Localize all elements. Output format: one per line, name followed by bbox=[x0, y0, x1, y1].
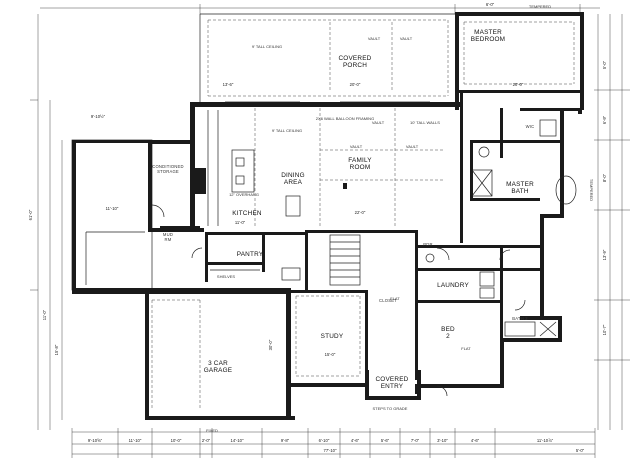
dim-bottom-a: 9'-10⅝" bbox=[88, 438, 103, 443]
plan-notes: 9' TALL CEILING 9' TALL CEILING VAULT VA… bbox=[206, 4, 594, 433]
room-laundry: LAUNDRY bbox=[437, 282, 469, 289]
room-pantry: PANTRY bbox=[237, 251, 264, 258]
exterior-walls bbox=[148, 12, 584, 400]
room-bath-2: BATH 2 bbox=[512, 316, 528, 321]
dim-right-c: 8'-0" bbox=[602, 173, 607, 182]
note-steps: STEPS TO GRADE bbox=[373, 406, 408, 411]
dim-left-garage: 15'-8" bbox=[54, 344, 59, 355]
dim-bottom-e: 14'-10" bbox=[231, 438, 245, 443]
dim-right-a: 5'-0" bbox=[602, 60, 607, 69]
note-family-ceiling: 9' TALL CEILING bbox=[272, 128, 302, 133]
dim-bed-width: 20'-0" bbox=[513, 82, 524, 87]
dim-bottom-b: 11'-10" bbox=[129, 438, 142, 443]
dim-family-w: 22'-0" bbox=[355, 210, 366, 215]
note-overhang: 12" OVERHANG bbox=[229, 192, 259, 197]
dim-bottom-c: 10'-0" bbox=[171, 438, 182, 443]
interior-details bbox=[151, 22, 577, 397]
garage-area bbox=[71, 139, 295, 420]
dim-left-mid: 11'-10" bbox=[106, 206, 119, 211]
note-tempered-top: TEMPERED bbox=[529, 4, 551, 9]
note-balloon: 2X6 WALL BALLOON FRAMING bbox=[316, 116, 374, 121]
note-fixed: FIXED bbox=[206, 428, 218, 433]
dim-bottom-right: 5'-0" bbox=[576, 448, 585, 453]
room-wic: WIC bbox=[526, 124, 535, 129]
room-kitchen: KITCHEN bbox=[232, 210, 262, 217]
dim-left-total: 61'-0" bbox=[28, 209, 33, 220]
note-shelves: SHELVES bbox=[217, 274, 235, 279]
dim-bottom-d: 2'-0" bbox=[202, 438, 211, 443]
room-pdr: PDR bbox=[423, 242, 432, 247]
dim-study-w: 15'-0" bbox=[325, 352, 336, 357]
note-vault-1: VAULT bbox=[368, 36, 381, 41]
dim-top-right: 6'-0" bbox=[486, 2, 495, 7]
dim-kitchen-w: 11'-0" bbox=[235, 220, 246, 225]
dim-bottom-k: 3'-10" bbox=[437, 438, 448, 443]
dim-bottom-g: 6'-10" bbox=[319, 438, 330, 443]
room-closet: CLOSET bbox=[379, 298, 397, 303]
dim-left-upper: 9'-10½" bbox=[91, 114, 106, 119]
dim-bottom-i: 5'-6" bbox=[381, 438, 390, 443]
dim-bottom-h: 4'-6" bbox=[351, 438, 360, 443]
note-vault-2: VAULT bbox=[400, 36, 413, 41]
dim-garage-depth: 30'-0" bbox=[268, 339, 273, 350]
note-vault-4: VAULT bbox=[350, 144, 363, 149]
dim-left-lower: 11'-0" bbox=[42, 309, 47, 320]
dim-bottom-f: 9'-8" bbox=[281, 438, 290, 443]
dimension-lines bbox=[30, 4, 630, 458]
dim-bottom-total: 77'-10" bbox=[324, 448, 338, 453]
dim-right-d: 13'-9" bbox=[602, 249, 607, 260]
room-study: STUDY bbox=[321, 333, 344, 340]
dim-bottom-j: 7'-0" bbox=[411, 438, 420, 443]
dim-porch-width: 13'-6" bbox=[223, 82, 234, 87]
note-porch-ceiling: 9' TALL CEILING bbox=[252, 44, 282, 49]
note-tempered-right: TEMPERED bbox=[589, 179, 594, 201]
note-vault-5: VAULT bbox=[406, 144, 419, 149]
dim-bottom-m: 11'-10⅞" bbox=[537, 438, 554, 443]
note-tall-walls: 10' TALL WALLS bbox=[410, 120, 440, 125]
dimension-text: 13'-6" 20'-0" 20'-0" 6'-0" 9'-10½" 11'-1… bbox=[28, 2, 607, 357]
dim-right-e: 10'-7" bbox=[602, 324, 607, 335]
staircase bbox=[329, 234, 361, 286]
dim-right-b: 6'-9" bbox=[602, 115, 607, 124]
note-flat-1: FLAT bbox=[390, 296, 400, 301]
note-vault-3: VAULT bbox=[372, 120, 385, 125]
bottom-dimension-text: 9'-10⅝" 11'-10" 10'-0" 2'-0" 14'-10" 9'-8" 6'-… bbox=[88, 438, 585, 453]
note-flat-2: FLAT bbox=[461, 346, 471, 351]
dim-bottom-l: 4'-6" bbox=[471, 438, 480, 443]
dim-porch-mid: 20'-0" bbox=[350, 82, 361, 87]
